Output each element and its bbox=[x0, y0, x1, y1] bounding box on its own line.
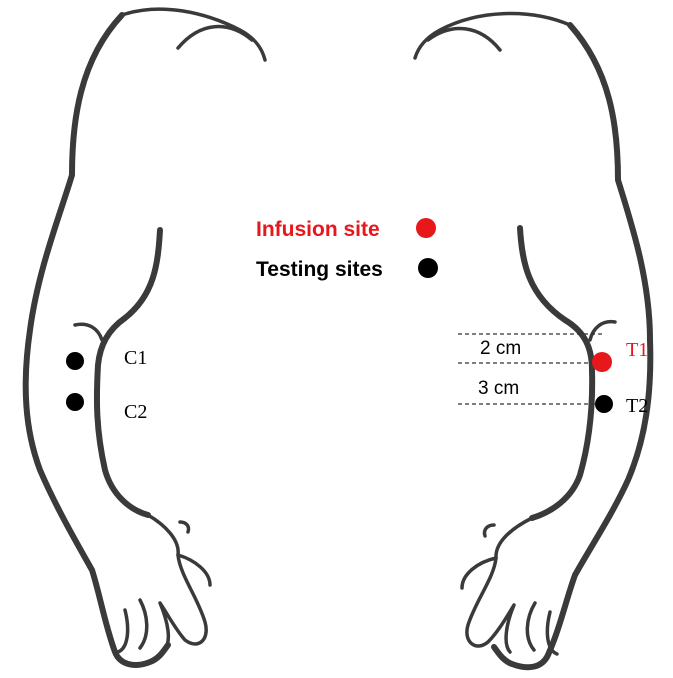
site-t1-label: T1 bbox=[626, 339, 648, 361]
right-shoulder-curve bbox=[415, 14, 570, 58]
legend-testing-dot bbox=[418, 258, 438, 278]
legend-testing-label: Testing sites bbox=[256, 258, 383, 281]
left-arm bbox=[26, 9, 265, 665]
distance-label-lower: 3 cm bbox=[478, 378, 519, 399]
site-c2-label: C2 bbox=[124, 401, 147, 423]
right-inner-elbow bbox=[590, 322, 615, 340]
legend-infusion-dot bbox=[416, 218, 436, 238]
site-t2-dot bbox=[595, 395, 613, 413]
control-sites: C1 C2 bbox=[66, 347, 147, 423]
site-t2-label: T2 bbox=[626, 395, 648, 417]
right-arm bbox=[415, 14, 650, 668]
left-arm-inner-contour bbox=[97, 230, 160, 515]
legend: Infusion site Testing sites bbox=[256, 218, 438, 281]
distance-label-upper: 2 cm bbox=[480, 338, 521, 359]
test-sites: 2 cm 3 cm T1 T2 bbox=[458, 334, 648, 417]
right-thumb bbox=[484, 525, 494, 536]
left-inner-elbow bbox=[75, 324, 102, 340]
right-hand bbox=[467, 518, 532, 652]
site-c1-label: C1 bbox=[124, 347, 147, 369]
site-c1-dot bbox=[66, 352, 84, 370]
site-t1-dot bbox=[592, 352, 612, 372]
right-arm-inner-contour bbox=[520, 228, 592, 518]
left-arm-outer-contour bbox=[26, 15, 168, 665]
legend-infusion-label: Infusion site bbox=[256, 218, 380, 241]
left-thumb bbox=[180, 522, 189, 532]
right-shoulder-inner-curve bbox=[428, 29, 500, 50]
left-hand bbox=[148, 515, 206, 650]
site-c2-dot bbox=[66, 393, 84, 411]
